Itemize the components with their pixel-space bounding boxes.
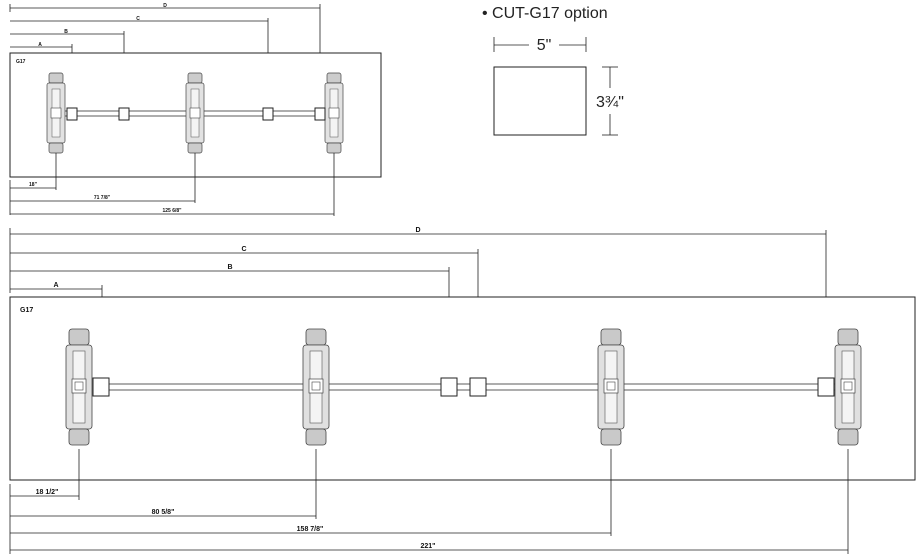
large-leg [597,328,625,446]
small-dim-b-label: B [64,29,68,35]
large-dim-bottom-4: 221" [10,449,849,554]
small-cutout-c [262,107,274,121]
cutout-width-label: 5" [537,37,552,54]
large-cutout-b [440,377,458,397]
large-dim-bottom-3: 158 7/8" [10,449,612,536]
large-dim-c-label: C [241,246,246,253]
small-dim-bottom-1: 18" [9,153,57,215]
small-leg [324,72,344,154]
large-cutout-d [817,377,835,397]
small-cutout-b [118,107,130,121]
large-dim-b-label: B [227,264,232,271]
small-panel-label: G17 [16,59,26,65]
large-leg [834,328,862,446]
large-dim-bottom-1: 18 1/2" [9,449,80,554]
large-dim-bottom-1-label: 18 1/2" [36,489,59,496]
small-dim-bottom-2-label: 71 7/8" [94,195,111,201]
large-cutout-c [469,377,487,397]
large-dim-bottom-2-label: 80 5/8" [152,509,175,516]
small-dim-a-label: A [38,42,42,48]
small-dim-bottom-3: 125 6/8" [10,153,335,216]
small-leg [46,72,66,154]
large-panel-label: G17 [20,307,33,314]
small-dim-c-label: C [136,16,140,22]
option-note: • CUT-G17 option [482,5,608,22]
small-dim-bottom-3-label: 125 6/8" [162,208,182,214]
small-dim-d-label: D [163,3,167,9]
cutout-height-label: 3¾" [596,94,624,111]
large-rail [95,383,837,391]
large-dim-bottom-3-label: 158 7/8" [297,526,324,533]
large-dim-bottom-2: 80 5/8" [10,449,317,519]
small-dim-bottom-2: 71 7/8" [10,153,196,203]
large-diagram: D C B A G17 [9,227,916,554]
large-cutout-a [92,377,110,397]
large-leg [302,328,330,446]
small-cutout-a [66,107,78,121]
cutout-rect [493,66,587,136]
small-dim-bottom-1-label: 18" [29,182,38,188]
large-dim-a-label: A [53,282,58,289]
small-cutout-d [314,107,326,121]
small-diagram: D C B A G17 [9,3,382,216]
small-leg [185,72,205,154]
large-dim-d-label: D [415,227,420,234]
cutout-option: • CUT-G17 option 5" 3¾" [482,5,624,136]
large-leg [65,328,93,446]
large-dim-bottom-4-label: 221" [421,543,436,550]
